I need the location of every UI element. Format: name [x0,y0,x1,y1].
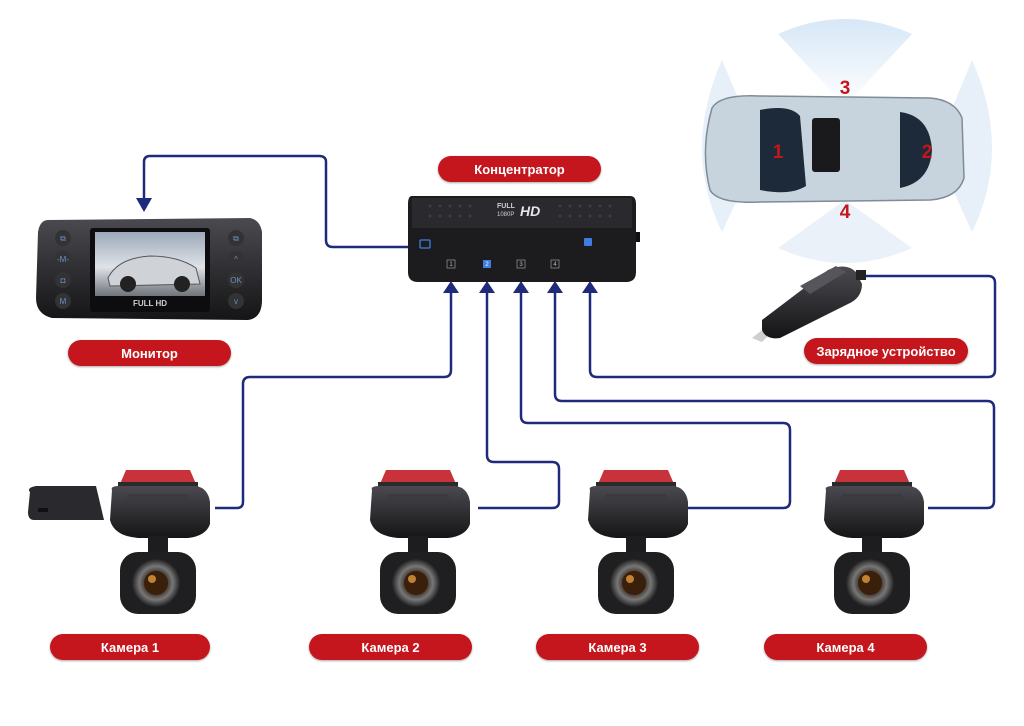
car-position-2: 2 [922,142,933,163]
wire-arrowheads [136,198,598,293]
hub-port-label-2: 2 [485,262,489,268]
car-windshield [760,108,806,193]
hub-device: FULL 1080P HD 1 2 3 4 [408,196,640,282]
wires [142,154,997,510]
camera-3-label: Камера 3 [536,634,699,660]
fov-rear [778,200,912,263]
wire-camera1 [215,290,453,510]
hub-brand-1080p: 1080P [497,212,514,218]
monitor-buttons-right: ⧉ ^ OK v [228,230,244,309]
monitor-btn-left-3: ◘ [61,276,66,285]
arrow-port4 [547,281,563,293]
camera-2-label: Камера 2 [309,634,472,660]
wire-camera3 [519,290,792,510]
hub-port-label-3: 3 [519,262,523,268]
arrow-port2 [479,281,495,293]
wire-camera2 [478,290,561,510]
monitor-btn-left-2: -M- [57,255,69,264]
monitor-device: FULL HD ⧉ -M- ◘ M ⧉ ^ OK v [36,218,262,320]
arrow-port1 [443,281,459,293]
monitor-btn-right-3: OK [230,276,242,285]
hub-label: Концентратор [438,156,601,182]
car-sunroof [812,118,840,172]
monitor-buttons-left: ⧉ -M- ◘ M [55,230,71,309]
monitor-btn-right-1: ⧉ [233,234,239,243]
car-rear-window [900,112,932,188]
wire-hub-monitor [142,154,408,249]
wire-charger [588,274,997,379]
monitor-btn-left-1: ⧉ [60,234,66,243]
charger-label: Зарядное устройство [804,338,968,364]
car-position-3: 3 [840,78,851,99]
hub-port-label-1: 1 [449,262,453,268]
input-port-icon [419,239,431,249]
monitor-brand: FULL HD [133,299,167,308]
monitor-btn-right-2: ^ [234,255,238,264]
camera-1-label: Камера 1 [50,634,210,660]
arrow-port3 [513,281,529,293]
hub-port-icons [419,238,592,249]
hub-brand-full: FULL [497,203,516,210]
camera-4-label: Камера 4 [764,634,927,660]
camera-2-device [370,470,470,614]
camera-4-device [824,470,924,614]
car-position-1: 1 [773,142,784,163]
wire-camera4 [553,290,996,510]
power-port-icon [584,238,592,246]
arrow-port-power [582,281,598,293]
car-position-4: 4 [840,202,851,223]
monitor-btn-right-4: v [234,297,238,306]
fov-front [778,19,912,106]
arrow-monitor [136,198,152,212]
camera-3-device [588,470,688,614]
monitor-btn-left-4: M [60,297,67,306]
car-charger-device [752,266,866,342]
hub-brand-hd: HD [520,203,540,219]
hub-port-label-4: 4 [553,262,557,268]
monitor-label: Монитор [68,340,231,366]
car-coverage-diagram: 3 1 2 4 [702,19,992,263]
camera-1-device [28,470,210,614]
